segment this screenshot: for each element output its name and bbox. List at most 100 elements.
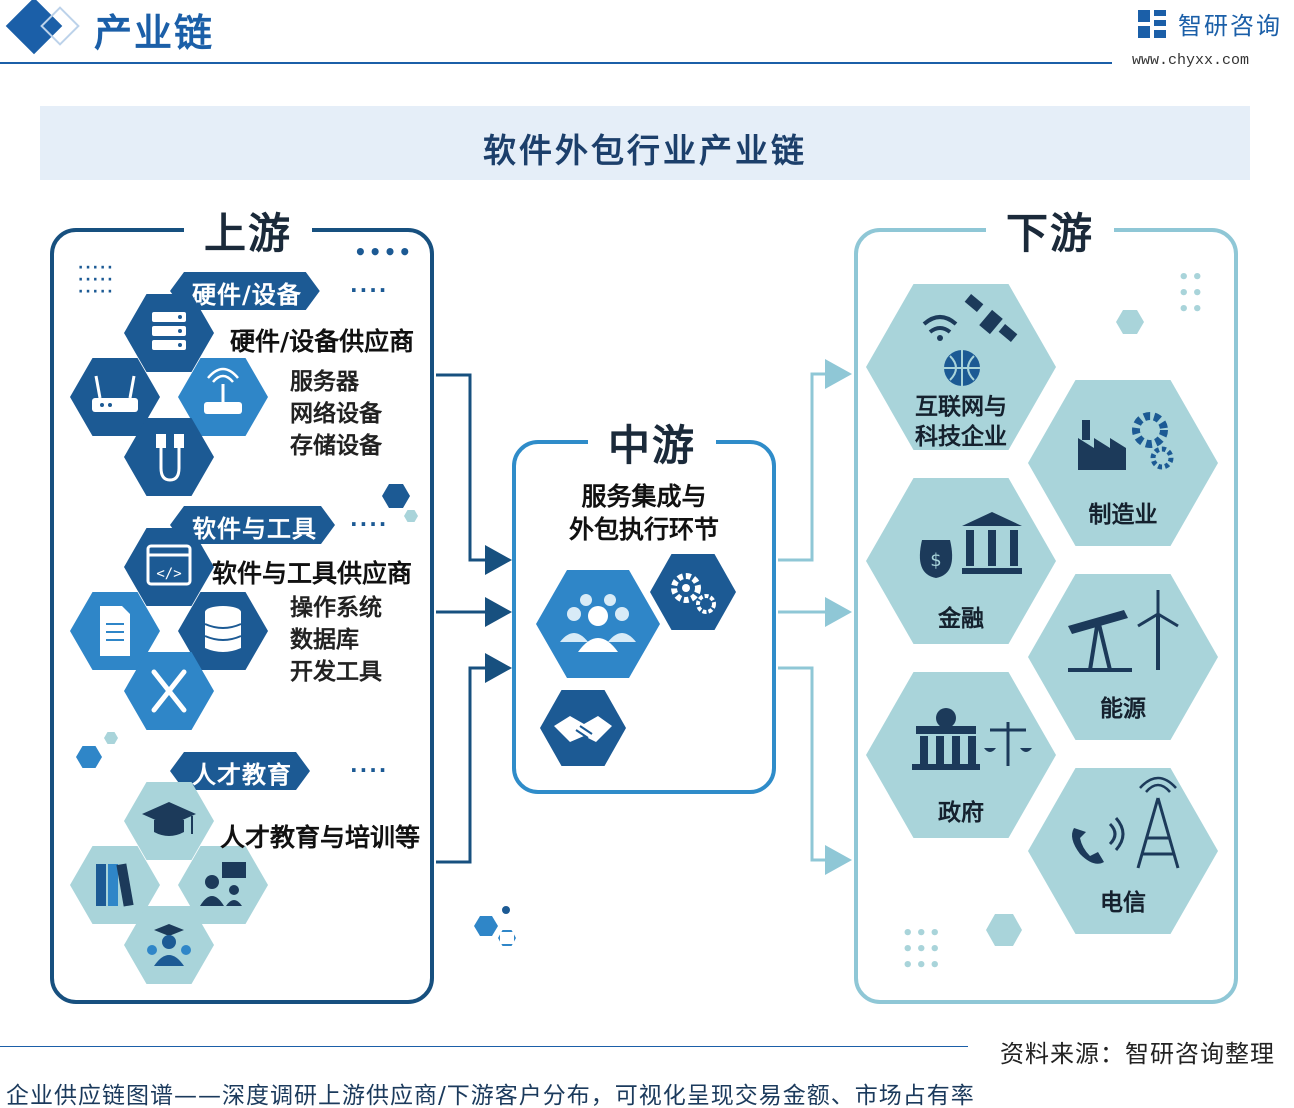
footer-divider: [0, 1046, 968, 1047]
server-hex: [124, 294, 214, 372]
midstream-subtitle-line: 外包执行环节: [568, 515, 719, 544]
sector-telecom-label: 电信: [1028, 888, 1218, 918]
sector-energy-label: 能源: [1028, 694, 1218, 724]
phone-tower-icon: [1072, 776, 1180, 869]
server-icon: [152, 312, 186, 350]
gears-hex: [650, 554, 736, 630]
database-icon: [204, 606, 242, 652]
factory-gear-icon: [1078, 412, 1174, 470]
hardware-item: 服务器: [290, 369, 359, 395]
decor-hex: [474, 916, 498, 936]
midstream-subtitle-line: 服务集成与: [581, 482, 707, 511]
upstream-panel: 上游 •••• ··············· 硬件/设备 ····: [50, 200, 434, 1004]
tag-software: 软件与工具: [170, 506, 335, 544]
header-title: 产业链: [94, 11, 215, 55]
downstream-title: 下游: [986, 200, 1115, 261]
sector-label-line: 金融: [938, 606, 984, 632]
gears-icon: [671, 573, 716, 614]
tag-talent: 人才教育: [170, 752, 310, 790]
decor-dots-grid: ••••••: [1178, 267, 1206, 320]
footer-tagline: 企业供应链图谱——深度调研上游供应商/下游客户分布，可视化呈现交易金额、市场占有…: [6, 1083, 975, 1108]
sector-telecom-hex: 电信: [1028, 768, 1218, 934]
graduation-cap-icon: [142, 802, 196, 836]
sector-label-line: 制造业: [1088, 502, 1158, 528]
decor-hex: [498, 930, 516, 946]
tools-icon: [151, 669, 187, 713]
hardware-item-list: 服务器 网络设备 存储设备: [290, 366, 382, 462]
sector-government-label: 政府: [866, 798, 1056, 828]
svg-text:$: $: [930, 550, 941, 571]
cable-icon: [156, 434, 184, 482]
decor-hex: [1116, 310, 1144, 334]
router-icon: [92, 375, 138, 412]
decor-dots-grid: ···············: [78, 260, 115, 300]
sector-finance-hex: $ 金融: [866, 478, 1056, 644]
tag-hardware-dots: ····: [350, 278, 389, 302]
team-hex: [536, 570, 660, 678]
wifi-satellite-globe-icon: [922, 294, 1018, 386]
team-icon: [560, 594, 636, 652]
sector-internet-hex: 互联网与 科技企业: [866, 284, 1056, 450]
handshake-hex: [540, 690, 626, 766]
sector-manufacturing-label: 制造业: [1028, 500, 1218, 530]
upstream-title: 上游: [184, 200, 313, 261]
decor-dot: [502, 906, 510, 914]
oil-pump-windmill-icon: [1068, 590, 1179, 672]
header-divider: [0, 62, 1112, 64]
decor-hex: [104, 732, 118, 744]
cable-hex: [124, 418, 214, 496]
software-item: 开发工具: [290, 659, 382, 685]
hardware-item: 存储设备: [290, 433, 382, 459]
software-item: 操作系统: [290, 595, 382, 621]
sector-finance-label: 金融: [866, 604, 1056, 634]
sector-government-hex: 政府: [866, 672, 1056, 838]
sector-label-line: 科技企业: [915, 424, 1007, 450]
hardware-item: 网络设备: [290, 401, 382, 427]
students-hex: [124, 906, 214, 984]
code-hex: </>: [124, 528, 214, 606]
sector-internet-label: 互联网与 科技企业: [866, 392, 1056, 450]
decor-dots: ••••: [354, 240, 414, 264]
midstream-panel: 中游 服务集成与 外包执行环节: [512, 412, 776, 794]
diagram-title: 软件外包行业产业链: [483, 131, 807, 170]
sector-label-line: 能源: [1100, 696, 1146, 722]
code-window-icon: </>: [146, 544, 192, 586]
sector-label-line: 互联网与: [915, 394, 1007, 420]
tools-hex: [124, 652, 214, 730]
graduation-hex: [124, 782, 214, 860]
books-icon: [96, 863, 134, 907]
upstream-to-midstream-arrows: [436, 373, 512, 864]
tag-talent-dots: ····: [350, 758, 389, 782]
decor-dots-grid: •••••••••: [902, 923, 943, 976]
svg-text:</>: </>: [156, 566, 181, 582]
document-icon: [100, 606, 130, 656]
midstream-subtitle: 服务集成与 外包执行环节: [516, 480, 772, 546]
handshake-icon: [554, 716, 612, 742]
software-item-list: 操作系统 数据库 开发工具: [290, 592, 382, 688]
talent-headline: 人才教育与培训等: [220, 823, 421, 852]
software-item: 数据库: [290, 627, 359, 653]
sector-label-line: 政府: [938, 800, 984, 826]
sector-manufacturing-hex: 制造业: [1028, 380, 1218, 546]
logo-url: www.chyxx.com: [1132, 52, 1250, 69]
midstream-to-downstream-arrows: [778, 359, 852, 875]
presentation-icon: [200, 862, 246, 906]
students-icon: [147, 924, 191, 966]
tag-software-dots: ····: [350, 512, 389, 536]
decor-hex: [404, 510, 418, 522]
sector-label-line: 电信: [1100, 890, 1146, 916]
software-supplier-headline: 软件与工具供应商: [212, 559, 413, 588]
access-point-icon: [204, 367, 242, 414]
government-scales-icon: [912, 708, 1032, 770]
logo-name: 智研咨询: [1178, 12, 1282, 40]
source-note: 资料来源：智研咨询整理: [1000, 1040, 1275, 1068]
decor-hex: [382, 484, 410, 508]
logo-icon: [1138, 10, 1166, 38]
decor-hex: [76, 746, 102, 768]
midstream-title: 中游: [588, 412, 717, 473]
title-banner: 软件外包行业产业链: [40, 106, 1250, 180]
hardware-supplier-headline: 硬件/设备供应商: [230, 327, 415, 356]
decor-hex: [986, 914, 1022, 946]
money-bank-icon: $: [919, 512, 1022, 578]
downstream-panel: 下游 •••••• 互联网与 科技企业 制造业: [854, 200, 1238, 1004]
